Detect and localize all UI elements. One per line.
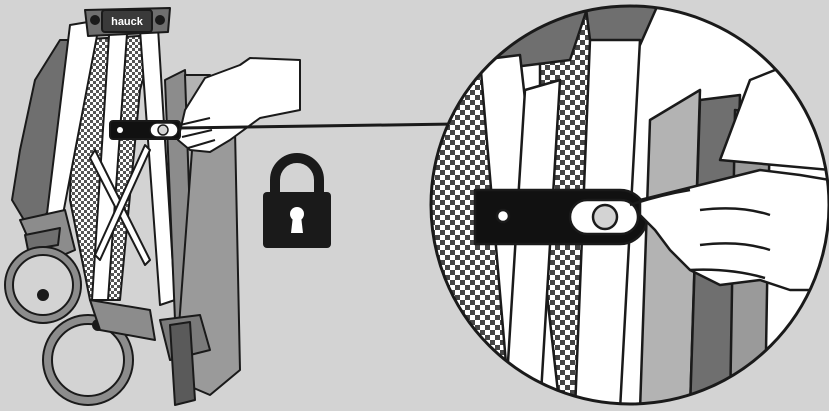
magnified-detail-circle	[420, 0, 829, 410]
padlock-locked-icon	[263, 158, 331, 248]
brand-logo: hauck	[111, 16, 144, 28]
folded-stroller	[5, 8, 300, 405]
lock-strap-small	[110, 121, 180, 139]
